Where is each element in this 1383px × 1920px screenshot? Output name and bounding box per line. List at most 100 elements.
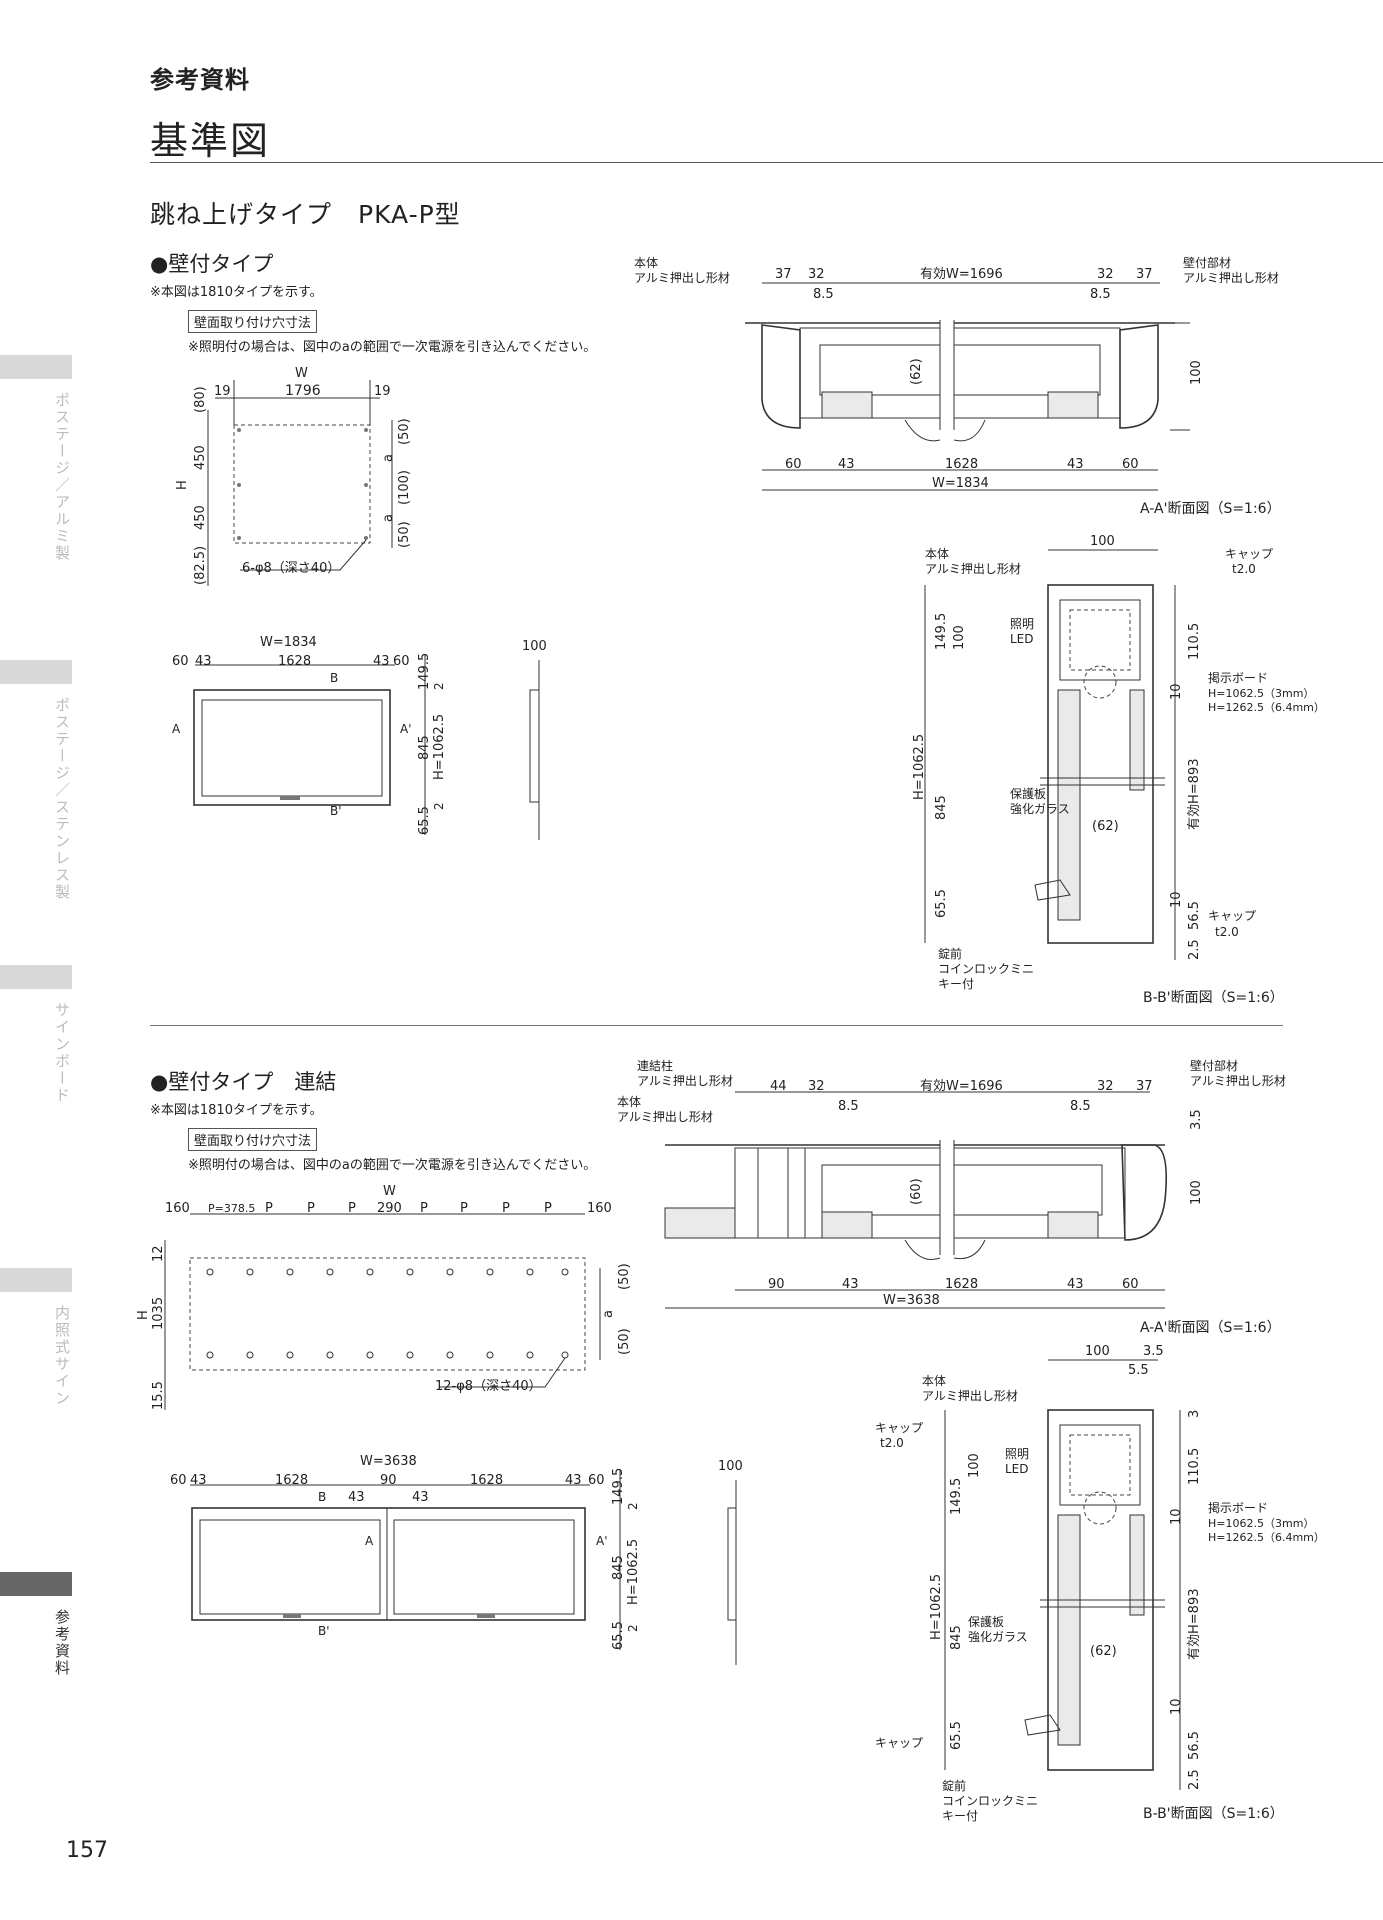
s1-bb-lock2: コインロックミニ: [938, 962, 1034, 976]
s1-bb-effh: 有効H=893: [1187, 759, 1202, 830]
s2-aa-1628: 1628: [945, 1277, 978, 1292]
s2-aa-35: 3.5: [1189, 1109, 1204, 1130]
s2-mount-w: W: [383, 1184, 396, 1199]
s2-front-1628b: 1628: [470, 1473, 503, 1488]
header-divider: [150, 162, 1383, 163]
s1-mount-19b: 19: [374, 384, 391, 399]
s2-aa-43a: 43: [842, 1277, 859, 1292]
s1-bb-led: LED: [1010, 632, 1034, 646]
s2-bb-35: 3.5: [1143, 1344, 1164, 1359]
s1-bb-565: 56.5: [1187, 901, 1202, 930]
sidebar-tab-marker-active[interactable]: [0, 1572, 72, 1596]
s1-aa-37a: 37: [775, 267, 792, 282]
s2-mount-outline: [189, 1257, 586, 1371]
s2-mount-p3: P: [348, 1201, 356, 1216]
s2-front-43c: 43: [348, 1490, 365, 1505]
s1-aa-100: 100: [1189, 360, 1204, 385]
sidebar-tab-posutage-alumi[interactable]: ポステージ／アルミ製: [53, 392, 71, 562]
s1-aa-eff: 有効W=1696: [920, 267, 1003, 282]
s2-mount-1035: 1035: [151, 1297, 166, 1330]
s1-bb-cap2: t2.0: [1232, 562, 1256, 576]
s1-bb-845: 845: [934, 795, 949, 820]
s1-front-1628: 1628: [278, 654, 311, 669]
s2-aa-60: 60: [1122, 1277, 1139, 1292]
s1-front-b: B: [330, 671, 338, 685]
s1-front-655: 65.5: [417, 806, 432, 835]
s2-side-100: 100: [718, 1459, 743, 1474]
sidebar-tab-marker[interactable]: [0, 1268, 72, 1292]
s1-mount-50a: (50): [397, 418, 412, 445]
s2-bb-effh: 有効H=893: [1187, 1589, 1202, 1660]
s1-bb-1105: 110.5: [1187, 623, 1202, 660]
s2-mount-a: a: [601, 1310, 616, 1318]
section1-note2: ※照明付の場合は、図中のaの範囲で一次電源を引き込んでください。: [188, 340, 597, 355]
s1-bb-section: 100 本体 アルミ押出し形材 キャップ t2.0 照明 LED 149.5 1…: [912, 534, 1325, 1006]
s2-aa-body2: アルミ押出し形材: [617, 1110, 713, 1124]
s1-mount-1796: 1796: [285, 383, 321, 399]
s1-aa-85a: 8.5: [813, 287, 834, 302]
section-divider: [150, 1025, 1283, 1026]
s2-mount-155: 15.5: [151, 1381, 166, 1410]
s1-aa-caption: A-A'断面図（S=1:6）: [1140, 501, 1281, 517]
s1-bb-lock: 錠前: [938, 946, 962, 961]
s2-mount-160a: 160: [165, 1201, 190, 1216]
s2-aa-wall2: アルミ押出し形材: [1190, 1074, 1286, 1088]
sidebar-tab-marker[interactable]: [0, 965, 72, 989]
s1-aa-body: 本体: [634, 256, 658, 270]
s2-bb-10b: 10: [1169, 1698, 1184, 1715]
page-number: 157: [66, 1838, 108, 1863]
sidebar-tab-marker[interactable]: [0, 660, 72, 684]
s1-mount-450b: 450: [193, 505, 208, 530]
s2-front-w: W=3638: [360, 1454, 417, 1469]
sidebar-tab-marker[interactable]: [0, 355, 72, 379]
s2-aa-32a: 32: [808, 1079, 825, 1094]
s2-mount-p0: P=378.5: [208, 1202, 255, 1215]
s1-aa-60a: 60: [785, 457, 802, 472]
s2-front-bp: B': [318, 1624, 330, 1638]
s1-side-100: 100: [522, 639, 547, 654]
s1-bb-100: 100: [1090, 534, 1115, 549]
section2-note2: ※照明付の場合は、図中のaの範囲で一次電源を引き込んでください。: [188, 1158, 597, 1173]
s1-bb-h: H=1062.5: [912, 734, 927, 800]
s1-front-h: H=1062.5: [432, 714, 447, 780]
s1-bb-lock3: キー付: [938, 977, 974, 991]
s1-bb-caption: B-B'断面図（S=1:6）: [1143, 990, 1284, 1006]
s1-mount-19a: 19: [214, 384, 231, 399]
s1-mount-hole-note: 6-φ8（深さ40）: [242, 561, 340, 576]
s2-front-60b: 60: [588, 1473, 605, 1488]
s1-aa-wall: 壁付部材: [1183, 255, 1231, 270]
s2-mount-160b: 160: [587, 1201, 612, 1216]
s1-front-43b: 43: [373, 654, 390, 669]
s1-front-lock: [280, 796, 300, 800]
s1-bb-1495: 149.5: [934, 613, 949, 650]
s2-mount-p7: P: [544, 1201, 552, 1216]
section2-title: ●壁付タイプ 連結: [150, 1070, 337, 1094]
mount-outline: [233, 424, 371, 544]
sidebar-tab-reference[interactable]: 参考資料: [53, 1609, 71, 1677]
s2-aa-43b: 43: [1067, 1277, 1084, 1292]
s2-front-b: B: [318, 1490, 326, 1504]
s1-mounting-diagram: W 19 1796 19 (80) H 450 450 (82.5) (50) …: [175, 366, 412, 586]
s2-aa-post2: アルミ押出し形材: [637, 1074, 733, 1088]
sidebar-tab-signboard[interactable]: サインボード: [53, 1002, 71, 1104]
s2-bb-55: 5.5: [1128, 1363, 1149, 1378]
s2-bb-board: 掲示ボード: [1208, 1500, 1268, 1515]
s2-bb-655: 65.5: [949, 1721, 964, 1750]
s2-aa-w: W=3638: [883, 1293, 940, 1308]
s1-mount-100: (100): [397, 470, 412, 505]
s2-bb-light: 照明: [1005, 1447, 1029, 1461]
sidebar-tab-posutage-stainless[interactable]: ポステージ／ステンレス製: [53, 697, 71, 901]
s2-front-view: W=3638 60 43 1628 90 1628 43 60 B 43 43 …: [170, 1454, 641, 1650]
s2-front-43d: 43: [412, 1490, 429, 1505]
s2-bb-lock3: キー付: [942, 1809, 978, 1823]
s2-mount-h: H: [136, 1310, 151, 1320]
s1-bb-prot2: 強化ガラス: [1010, 802, 1070, 816]
s2-bb-body2: アルミ押出し形材: [922, 1389, 1018, 1403]
s2-front-60: 60: [170, 1473, 187, 1488]
s1-mount-holes: [237, 428, 368, 540]
s2-aa-62: (60): [909, 1178, 924, 1205]
s1-aa-wall2: アルミ押出し形材: [1183, 271, 1279, 285]
sidebar-tab-illuminated-sign[interactable]: 内照式サイン: [53, 1305, 71, 1407]
s1-side-view: 100: [522, 639, 547, 840]
s2-bb-board2: H=1062.5（3mm）: [1208, 1517, 1314, 1530]
